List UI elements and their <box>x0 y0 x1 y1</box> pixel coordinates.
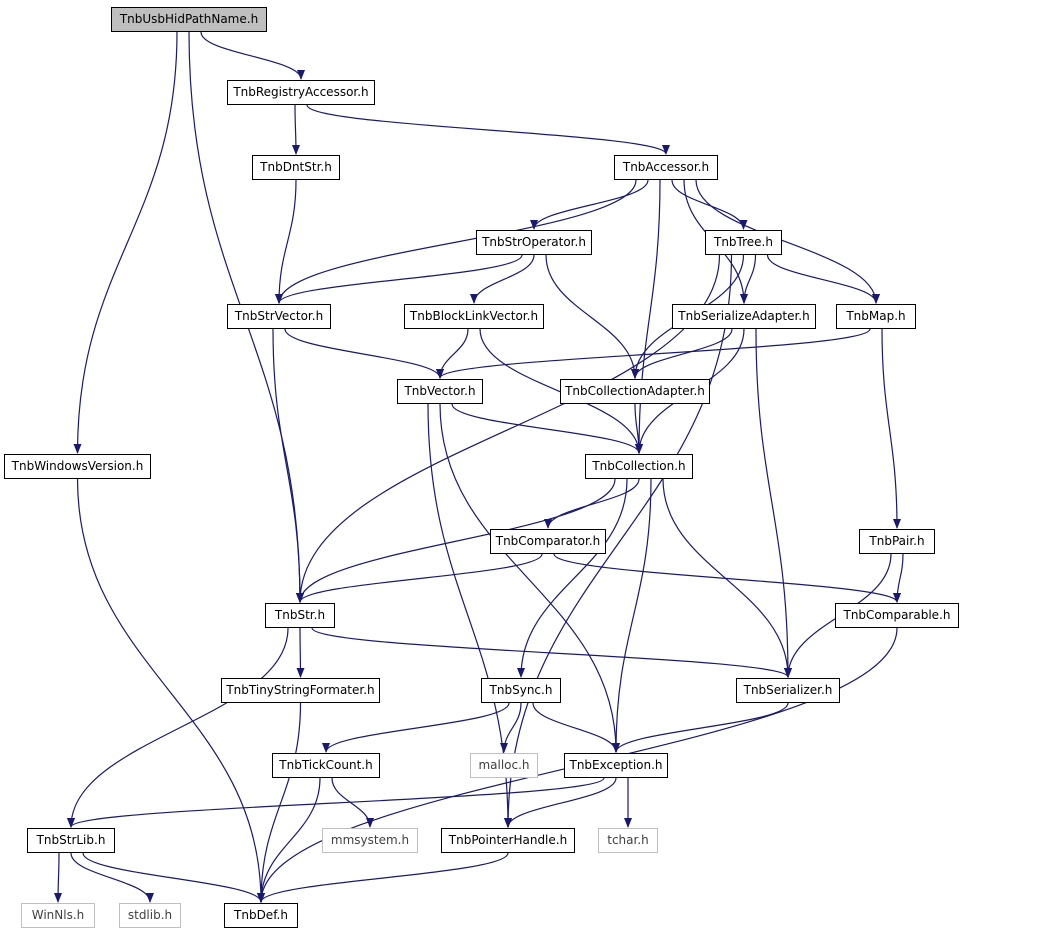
edge-seradapt-to-serializer <box>755 328 792 678</box>
edge-strop-to-strvec <box>275 254 523 304</box>
node-serializer[interactable]: TnbSerializer.h <box>736 678 840 703</box>
edge-str-to-strlib <box>67 627 289 828</box>
edge-sync-to-exception <box>532 702 620 753</box>
edge-tree-to-seradapt <box>740 254 757 304</box>
node-strlib[interactable]: TnbStrLib.h <box>27 828 115 853</box>
node-winnls: WinNls.h <box>21 903 95 928</box>
node-sync[interactable]: TnbSync.h <box>481 678 561 703</box>
edge-comparator-to-str <box>296 553 543 603</box>
edge-accessor-to-collection <box>635 179 661 454</box>
node-blvec[interactable]: TnbBlockLinkVector.h <box>404 304 544 329</box>
node-pair[interactable]: TnbPair.h <box>859 529 935 554</box>
node-comparator[interactable]: TnbComparator.h <box>490 529 606 554</box>
node-def[interactable]: TnbDef.h <box>224 903 298 928</box>
node-map[interactable]: TnbMap.h <box>836 304 916 329</box>
edge-tree-to-map <box>766 254 880 304</box>
edge-strop-to-coladapt <box>545 254 639 379</box>
node-accessor[interactable]: TnbAccessor.h <box>614 155 718 180</box>
edge-comparator-to-comparable <box>553 553 901 603</box>
edge-tick-to-mmsystem <box>331 777 374 828</box>
edge-collection-to-sync <box>517 478 628 678</box>
node-str[interactable]: TnbStr.h <box>265 603 335 628</box>
edge-accessor-to-strop <box>530 179 649 230</box>
edge-strlib-to-def <box>82 852 265 903</box>
edge-blvec-to-vector <box>436 328 469 379</box>
node-mmsystem: mmsystem.h <box>322 828 418 853</box>
edge-usbhid-to-winver <box>73 31 178 454</box>
edge-collection-to-exception <box>612 478 652 753</box>
edge-exception-to-ptrhandle <box>504 777 617 828</box>
edge-tick-to-def <box>257 777 321 903</box>
edge-map-to-pair <box>881 328 901 529</box>
edge-sync-to-tick <box>322 702 510 753</box>
node-stdlib: stdlib.h <box>119 903 181 928</box>
node-coladapt[interactable]: TnbCollectionAdapter.h <box>560 379 710 404</box>
edge-tinyfmt-to-def <box>257 702 302 903</box>
edge-seradapt-to-coladapt <box>631 328 733 379</box>
edge-dntstr-to-strvec <box>275 179 297 304</box>
node-tinyfmt[interactable]: TnbTinyStringFormater.h <box>221 678 380 703</box>
edge-ptrhandle-to-def <box>257 852 509 903</box>
node-winver[interactable]: TnbWindowsVersion.h <box>4 454 151 479</box>
node-exception[interactable]: TnbException.h <box>564 753 668 778</box>
node-tchar: tchar.h <box>598 828 658 853</box>
edge-strlib-to-stdlib <box>70 852 154 903</box>
edge-pair-to-comparable <box>893 553 904 603</box>
node-comparable[interactable]: TnbComparable.h <box>835 603 959 628</box>
node-usbhid[interactable]: TnbUsbHidPathName.h <box>111 7 267 32</box>
edge-tree-to-ptrhandle <box>504 254 733 828</box>
edge-vector-to-exception <box>439 403 620 753</box>
edge-winver-to-def <box>76 478 265 903</box>
node-regacc[interactable]: TnbRegistryAccessor.h <box>227 80 375 105</box>
node-ptrhandle[interactable]: TnbPointerHandle.h <box>441 828 575 853</box>
edge-str-to-serializer <box>311 627 792 678</box>
node-vector[interactable]: TnbVector.h <box>397 379 483 404</box>
edge-map-to-vector <box>436 328 871 379</box>
edge-regacc-to-accessor <box>306 104 670 155</box>
node-tick[interactable]: TnbTickCount.h <box>272 753 380 778</box>
node-malloc: malloc.h <box>470 753 538 778</box>
edge-usbhid-to-regacc <box>200 31 305 80</box>
edge-accessor-to-map <box>695 179 880 304</box>
edge-coladapt-to-collection <box>634 403 643 454</box>
node-tree[interactable]: TnbTree.h <box>705 230 782 255</box>
edge-strvec-to-vector <box>284 328 444 379</box>
edge-sync-to-malloc <box>500 702 522 753</box>
edge-regacc-to-dntstr <box>291 104 300 155</box>
edge-accessor-to-strvec <box>275 179 637 304</box>
node-seradapt[interactable]: TnbSerializeAdapter.h <box>672 304 816 329</box>
node-strop[interactable]: TnbStrOperator.h <box>476 230 592 255</box>
edge-strop-to-blvec <box>470 254 535 304</box>
node-dntstr[interactable]: TnbDntStr.h <box>252 155 340 180</box>
node-strvec[interactable]: TnbStrVector.h <box>227 304 331 329</box>
edge-collection-to-comparator <box>544 478 640 529</box>
edge-exception-to-strlib <box>67 777 605 828</box>
edge-strvec-to-str <box>272 328 304 603</box>
edge-vector-to-collection <box>451 403 643 454</box>
edge-serializer-to-exception <box>612 702 789 753</box>
edge-collection-to-str <box>296 478 616 603</box>
edge-str-to-tinyfmt <box>296 627 305 678</box>
node-collection[interactable]: TnbCollection.h <box>585 454 693 479</box>
edge-strlib-to-winnls <box>54 852 63 903</box>
edge-blvec-to-collection <box>479 328 643 454</box>
edge-accessor-to-tree <box>671 179 748 230</box>
